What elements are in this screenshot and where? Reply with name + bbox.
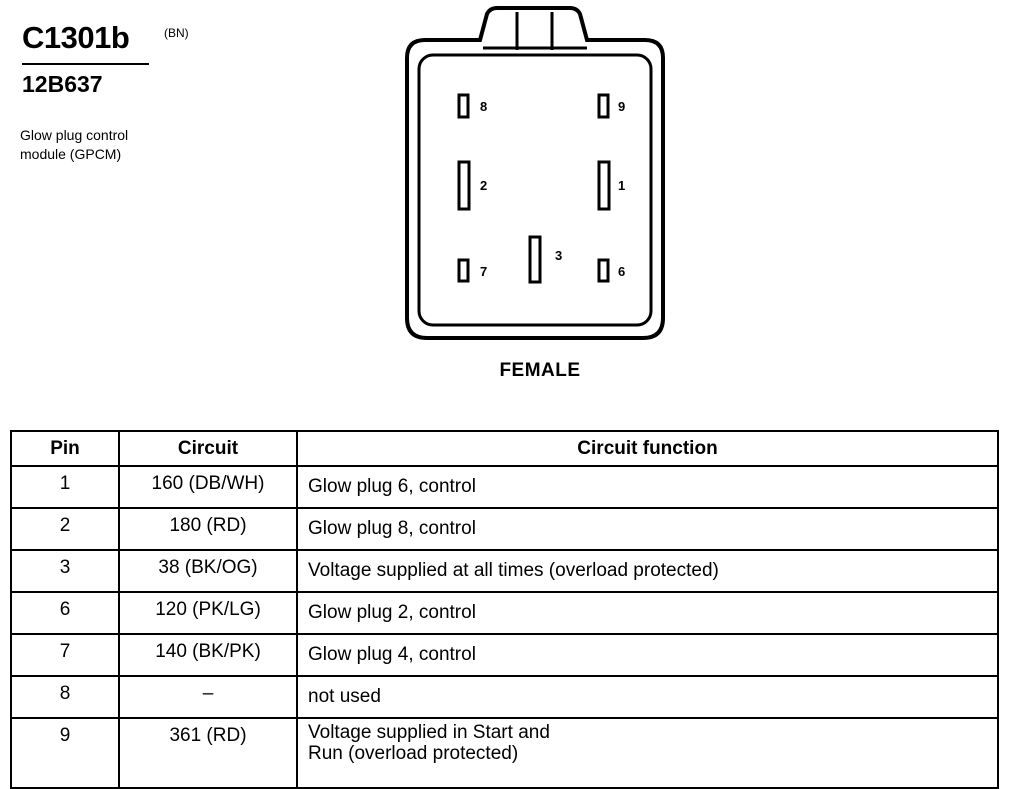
description-line: Glow plug control [20,127,129,143]
table-header-row: Pin Circuit Circuit function [10,430,999,467]
cell-circuit: 38 (BK/OG) [118,549,298,593]
pin-cavity-9 [597,93,610,119]
cell-circuit: 140 (BK/PK) [118,633,298,677]
connector-id: C1301b [22,20,130,55]
pin-cavity-2 [457,160,471,211]
table-row: 7 140 (BK/PK) Glow plug 4, control [10,633,999,677]
cell-circuit: 160 (DB/WH) [118,465,298,509]
pin-label-6: 6 [618,264,625,279]
pinout-table: Pin Circuit Circuit function 1 160 (DB/W… [10,430,999,789]
cell-function: not used [296,675,999,719]
pin-label-1: 1 [618,178,625,193]
header-divider [22,63,149,65]
pin-cavity-6 [597,258,610,283]
table-row: 1 160 (DB/WH) Glow plug 6, control [10,465,999,509]
table-row: 8 – not used [10,675,999,719]
cell-pin: 3 [10,549,120,593]
pin-cavity-7 [457,258,470,283]
cell-pin: 2 [10,507,120,551]
connector-view-label: FEMALE [499,360,581,381]
connector-color: (BN) [164,26,189,40]
pin-label-3: 3 [555,248,562,263]
cell-circuit: 361 (RD) [118,717,298,789]
cell-function: Glow plug 6, control [296,465,999,509]
pin-cavity-1 [597,160,611,211]
function-line: Run (overload protected) [308,743,519,764]
part-number: 12B637 [22,71,103,97]
header-pin: Pin [10,430,120,467]
table-row: 6 120 (PK/LG) Glow plug 2, control [10,591,999,635]
cell-circuit: – [118,675,298,719]
header-circuit: Circuit [118,430,298,467]
cell-pin: 1 [10,465,120,509]
connector-housing [405,6,665,340]
table-row: 2 180 (RD) Glow plug 8, control [10,507,999,551]
cell-pin: 6 [10,591,120,635]
description-line: module (GPCM) [20,146,122,162]
cell-pin: 7 [10,633,120,677]
pin-label-2: 2 [480,178,487,193]
table-row: 3 38 (BK/OG) Voltage supplied at all tim… [10,549,999,593]
connector-face-diagram: 8 9 2 1 3 7 6 [405,6,665,340]
cell-function: Voltage supplied at all times (overload … [296,549,999,593]
pin-cavity-8 [457,93,470,119]
cell-function: Voltage supplied in Start and Run (overl… [296,717,999,789]
connector-face [417,53,653,327]
cell-circuit: 120 (PK/LG) [118,591,298,635]
pin-label-7: 7 [480,264,487,279]
cell-function: Glow plug 2, control [296,591,999,635]
cell-function: Glow plug 4, control [296,633,999,677]
component-description: Glow plug control module (GPCM) [20,126,220,164]
cell-pin: 8 [10,675,120,719]
pin-cavity-3 [528,235,542,284]
cell-circuit: 180 (RD) [118,507,298,551]
pin-label-8: 8 [480,99,487,114]
cell-function: Glow plug 8, control [296,507,999,551]
pin-label-9: 9 [618,99,625,114]
header-function: Circuit function [296,430,999,467]
function-line: Voltage supplied in Start and [308,722,550,743]
